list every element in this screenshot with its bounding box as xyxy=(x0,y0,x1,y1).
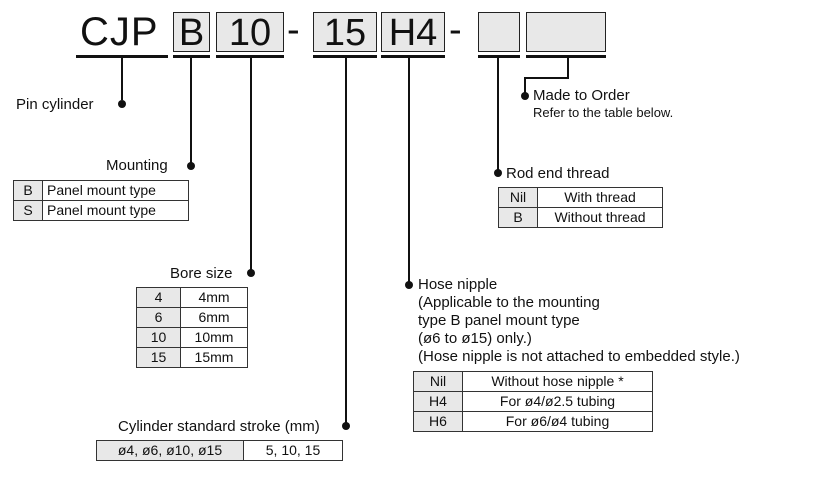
nipple-code: Nil xyxy=(413,371,463,392)
hose-nipple-note: (Hose nipple is not attached to embedded… xyxy=(418,348,740,365)
nipple-desc: For ø6/ø4 tubing xyxy=(462,411,653,432)
rod-end-thread-table: Nil With thread B Without thread xyxy=(498,187,663,228)
underline-nipple xyxy=(381,55,445,58)
rod-end-code: B xyxy=(498,207,538,228)
bore-size-label: Bore size xyxy=(170,265,233,282)
bore-code: 4 xyxy=(136,287,181,308)
bore-desc: 6mm xyxy=(180,307,248,328)
nipple-desc: For ø4/ø2.5 tubing xyxy=(462,391,653,412)
leader-made-to-order xyxy=(524,58,569,95)
mounting-code: B xyxy=(13,180,43,201)
code-box-stroke: 15 xyxy=(313,12,377,53)
underline-rod-end xyxy=(478,55,520,58)
table-row: 4 4mm xyxy=(136,287,248,308)
code-box-bore: 10 xyxy=(216,12,284,53)
bore-code: 10 xyxy=(136,327,181,348)
bore-desc: 15mm xyxy=(180,347,248,368)
table-row: Nil Without hose nipple * xyxy=(413,371,653,392)
nipple-code: H6 xyxy=(413,411,463,432)
bore-desc: 4mm xyxy=(180,287,248,308)
nipple-code: H4 xyxy=(413,391,463,412)
rod-end-desc: Without thread xyxy=(537,207,663,228)
mounting-desc: Panel mount type xyxy=(42,180,189,201)
dot-pin-cylinder xyxy=(118,100,126,108)
underline-bore xyxy=(216,55,284,58)
underline-stroke xyxy=(313,55,377,58)
bore-size-table: 4 4mm 6 6mm 10 10mm 15 15mm xyxy=(136,287,248,368)
code-box-rod-end xyxy=(478,12,520,52)
mounting-code: S xyxy=(13,200,43,221)
table-row: S Panel mount type xyxy=(13,200,189,221)
table-row: H6 For ø6/ø4 tubing xyxy=(413,411,653,432)
bore-code: 15 xyxy=(136,347,181,368)
underline-mounting xyxy=(173,55,210,58)
hose-nipple-note: (Applicable to the mounting xyxy=(418,294,600,311)
dot-hose-nipple xyxy=(405,281,413,289)
model-prefix: CJP xyxy=(80,10,159,54)
bore-code: 6 xyxy=(136,307,181,328)
dot-mounting xyxy=(187,162,195,170)
hose-nipple-note: (ø6 to ø15) only.) xyxy=(418,330,532,347)
dot-bore xyxy=(247,269,255,277)
stroke-label: Cylinder standard stroke (mm) xyxy=(118,418,320,435)
mounting-label: Mounting xyxy=(106,157,168,174)
table-row: 15 15mm xyxy=(136,347,248,368)
pin-cylinder-label: Pin cylinder xyxy=(16,96,94,113)
hose-nipple-label: Hose nipple xyxy=(418,276,498,293)
made-to-order-label: Made to Order xyxy=(533,87,630,104)
dash-1: - xyxy=(287,9,300,51)
table-row: ø4, ø6, ø10, ø15 5, 10, 15 xyxy=(96,440,343,461)
table-row: 10 10mm xyxy=(136,327,248,348)
table-row: 6 6mm xyxy=(136,307,248,328)
prefix-underline xyxy=(76,55,168,58)
stroke-table: ø4, ø6, ø10, ø15 5, 10, 15 xyxy=(96,440,343,461)
dot-made-to-order xyxy=(521,92,529,100)
stroke-bores: ø4, ø6, ø10, ø15 xyxy=(96,440,244,461)
dot-rod-end xyxy=(494,169,502,177)
rod-end-thread-label: Rod end thread xyxy=(506,165,610,182)
code-box-nipple: H4 xyxy=(381,12,445,53)
table-row: B Panel mount type xyxy=(13,180,189,201)
hose-nipple-table: Nil Without hose nipple * H4 For ø4/ø2.5… xyxy=(413,371,653,432)
mounting-table: B Panel mount type S Panel mount type xyxy=(13,180,189,221)
table-row: H4 For ø4/ø2.5 tubing xyxy=(413,391,653,412)
underline-made-to-order xyxy=(526,55,606,58)
made-to-order-sub: Refer to the table below. xyxy=(533,105,674,120)
dash-2: - xyxy=(449,9,462,51)
hose-nipple-note: type B panel mount type xyxy=(418,312,580,329)
dot-stroke xyxy=(342,422,350,430)
nipple-desc: Without hose nipple * xyxy=(462,371,653,392)
table-row: B Without thread xyxy=(498,207,663,228)
code-box-made-to-order xyxy=(526,12,606,52)
table-row: Nil With thread xyxy=(498,187,663,208)
code-box-mounting: B xyxy=(173,12,210,53)
mounting-desc: Panel mount type xyxy=(42,200,189,221)
rod-end-desc: With thread xyxy=(537,187,663,208)
bore-desc: 10mm xyxy=(180,327,248,348)
rod-end-code: Nil xyxy=(498,187,538,208)
stroke-values: 5, 10, 15 xyxy=(243,440,343,461)
